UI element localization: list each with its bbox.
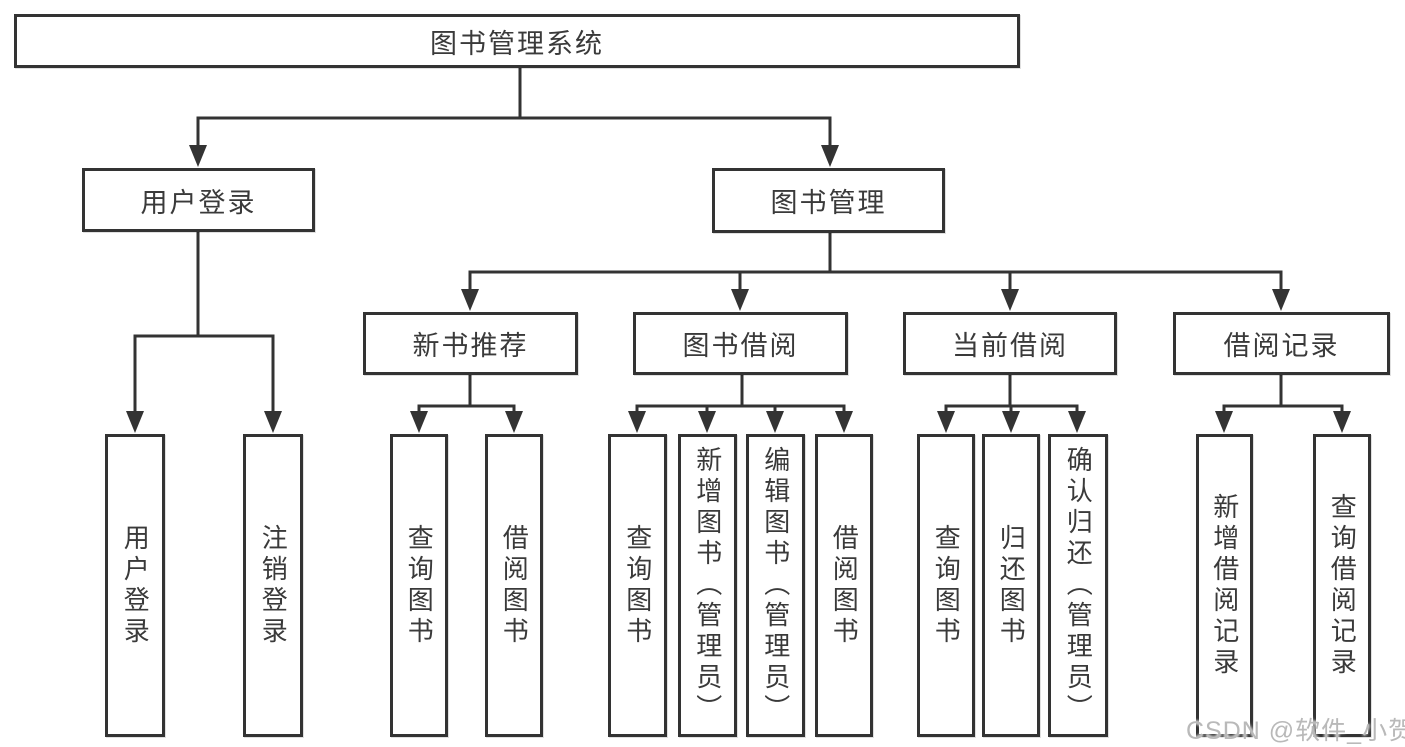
- arrowhead-down-icon: [410, 411, 428, 433]
- node-borrow-records: 借阅记录: [1173, 312, 1390, 375]
- arrowhead-down-icon: [1068, 411, 1086, 433]
- node-current-borrowing-label: 当前借阅: [952, 331, 1068, 361]
- node-query-books-current: 查询图书: [917, 434, 975, 737]
- arrowhead-down-icon: [1215, 411, 1233, 433]
- node-root: 图书管理系统: [14, 14, 1020, 68]
- node-user-login-branch-label: 用户登录: [140, 187, 257, 218]
- node-borrow-books-borrow-label: 借阅图书: [829, 523, 860, 648]
- node-borrow-books-borrow: 借阅图书: [815, 434, 873, 737]
- arrowhead-down-icon: [126, 411, 144, 433]
- connector-borrowing-to-leaves: [628, 375, 853, 433]
- arrowhead-down-icon: [1001, 289, 1019, 311]
- node-query-borrow-record-label: 查询借阅记录: [1327, 492, 1358, 679]
- arrowhead-down-icon: [505, 411, 523, 433]
- arrowhead-down-icon: [731, 289, 749, 311]
- node-book-management: 图书管理: [712, 168, 945, 233]
- node-query-books-recommend: 查询图书: [390, 434, 448, 737]
- node-user-login-leaf-label: 用户登录: [120, 523, 151, 648]
- arrowhead-down-icon: [937, 411, 955, 433]
- node-logout: 注销登录: [243, 434, 303, 737]
- node-logout-label: 注销登录: [258, 523, 289, 648]
- arrowhead-down-icon: [821, 145, 839, 167]
- node-borrow-books-recommend: 借阅图书: [485, 434, 543, 737]
- node-root-label: 图书管理系统: [430, 28, 604, 59]
- connector-current-to-leaves: [937, 375, 1086, 433]
- connector-book-mgmt-to-level3: [461, 233, 1290, 311]
- node-new-book-recommend-label: 新书推荐: [412, 331, 529, 361]
- node-add-book-admin-label: 新增图书（管理员）: [692, 446, 723, 725]
- node-edit-book-admin: 编辑图书（管理员）: [746, 434, 805, 737]
- node-query-books-borrow-label: 查询图书: [622, 523, 653, 648]
- arrowhead-down-icon: [1002, 411, 1020, 433]
- arrowhead-down-icon: [766, 411, 784, 433]
- arrowhead-down-icon: [461, 289, 479, 311]
- node-borrow-books-recommend-label: 借阅图书: [499, 523, 530, 648]
- arrowhead-down-icon: [1272, 289, 1290, 311]
- node-add-borrow-record-label: 新增借阅记录: [1209, 492, 1240, 679]
- arrowhead-down-icon: [628, 411, 646, 433]
- node-book-borrowing: 图书借阅: [633, 312, 848, 375]
- node-confirm-return-admin-label: 确认归还（管理员）: [1063, 446, 1094, 725]
- node-user-login-leaf: 用户登录: [105, 434, 165, 737]
- node-book-management-label: 图书管理: [770, 188, 887, 218]
- node-add-book-admin: 新增图书（管理员）: [678, 434, 737, 737]
- node-query-borrow-record: 查询借阅记录: [1313, 434, 1371, 737]
- arrowhead-down-icon: [698, 411, 716, 433]
- arrowhead-down-icon: [835, 411, 853, 433]
- connector-user-login-to-leaves: [126, 232, 282, 433]
- node-return-books-label: 归还图书: [996, 523, 1027, 648]
- node-query-books-recommend-label: 查询图书: [404, 523, 435, 648]
- node-edit-book-admin-label: 编辑图书（管理员）: [760, 446, 791, 725]
- node-query-books-borrow: 查询图书: [608, 434, 667, 737]
- node-add-borrow-record: 新增借阅记录: [1196, 434, 1253, 737]
- arrowhead-down-icon: [264, 411, 282, 433]
- watermark: CSDN @软件_小贺同学: [1186, 717, 1405, 745]
- connector-records-to-leaves: [1215, 375, 1351, 433]
- node-borrow-records-label: 借阅记录: [1223, 331, 1340, 361]
- node-user-login-branch: 用户登录: [82, 168, 315, 232]
- node-current-borrowing: 当前借阅: [903, 312, 1117, 375]
- node-return-books: 归还图书: [982, 434, 1040, 737]
- connector-root-to-level2: [189, 68, 839, 167]
- node-confirm-return-admin: 确认归还（管理员）: [1048, 434, 1108, 737]
- arrowhead-down-icon: [189, 145, 207, 167]
- node-new-book-recommend: 新书推荐: [363, 312, 578, 375]
- node-query-books-current-label: 查询图书: [931, 523, 962, 648]
- arrowhead-down-icon: [1333, 411, 1351, 433]
- node-book-borrowing-label: 图书借阅: [682, 331, 799, 361]
- connector-recommend-to-leaves: [410, 375, 523, 433]
